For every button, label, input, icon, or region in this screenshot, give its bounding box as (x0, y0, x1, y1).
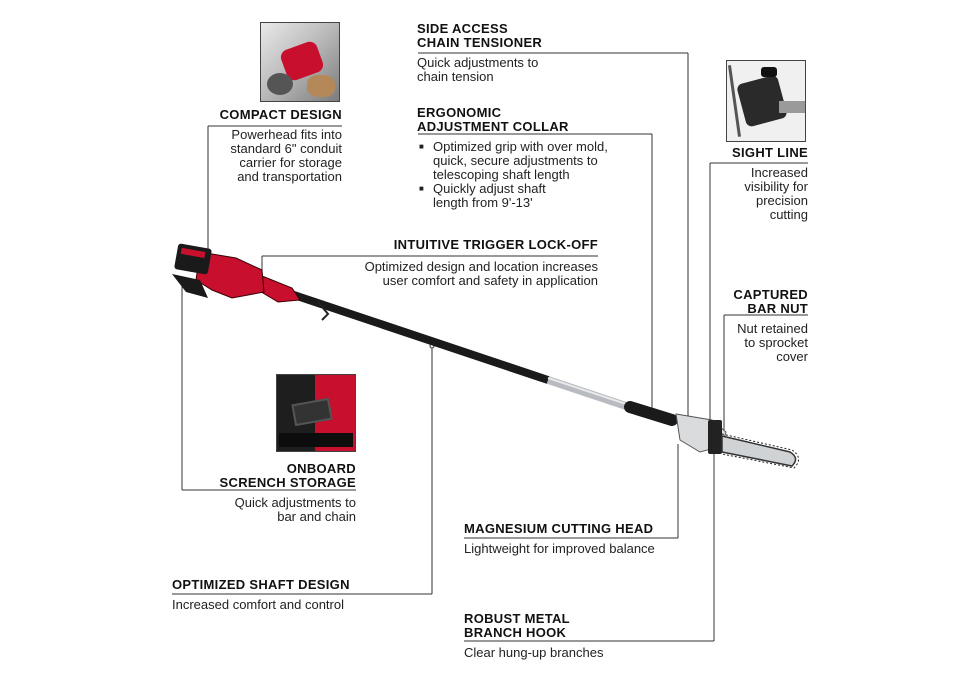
ergonomic-desc: Optimized grip with over mold, quick, se… (419, 140, 608, 210)
shaft-title: OPTIMIZED SHAFT DESIGN (172, 577, 350, 592)
magnesium-desc: Lightweight for improved balance (464, 541, 655, 556)
sight-line-title: SIGHT LINE (732, 145, 808, 160)
pole-saw-illustration (172, 243, 799, 469)
hook-title: ROBUST METAL BRANCH HOOK (464, 611, 570, 640)
compact-design-title: COMPACT DESIGN (219, 107, 342, 122)
scrench-storage-photo (276, 374, 356, 452)
side-access-desc: Quick adjustments to chain tension (417, 55, 539, 84)
ergonomic-bullet: Optimized grip with over mold, quick, se… (419, 140, 608, 182)
leader-lines (172, 52, 808, 642)
battery (174, 243, 212, 275)
scrench-desc: Quick adjustments to bar and chain (234, 495, 356, 524)
front-grip (257, 275, 301, 303)
shaft-desc: Increased comfort and control (172, 597, 344, 612)
captured-nut-desc: Nut retained to sprocket cover (737, 321, 808, 364)
side-access-title: SIDE ACCESS CHAIN TENSIONER (417, 21, 543, 50)
sight-line-photo (726, 60, 806, 142)
sight-line-desc: Increased visibility for precision cutti… (744, 165, 808, 222)
trigger-title: INTUITIVE TRIGGER LOCK-OFF (393, 237, 598, 252)
adjustment-collar (624, 401, 678, 426)
hook-desc: Clear hung-up branches (464, 645, 604, 660)
trigger-desc: Optimized design and location increases … (364, 259, 598, 288)
shaft-black (281, 288, 552, 384)
shaft-silver (546, 376, 634, 412)
compact-design-photo (260, 22, 340, 102)
magnesium-title: MAGNESIUM CUTTING HEAD (464, 521, 654, 536)
guide-bar (721, 435, 797, 467)
ergonomic-title: ERGONOMIC ADJUSTMENT COLLAR (417, 105, 569, 134)
rear-handle (172, 274, 208, 298)
scrench-title: ONBOARD SCRENCH STORAGE (219, 461, 356, 490)
captured-nut-title: CAPTURED BAR NUT (733, 287, 808, 316)
ergonomic-bullet: Quickly adjust shaft length from 9'-13' (419, 182, 608, 210)
compact-design-desc: Powerhead fits into standard 6" conduit … (230, 127, 342, 184)
